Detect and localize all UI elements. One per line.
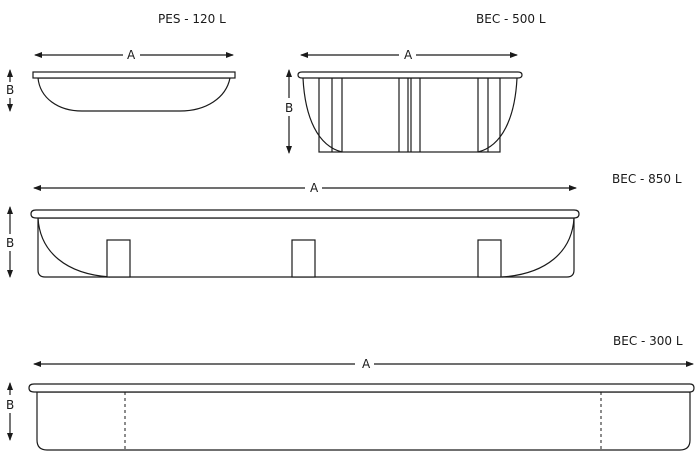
dimension-b-label: B [6, 398, 14, 412]
tray-title: BEC - 500 L [476, 12, 546, 26]
dimension-a-label: A [310, 181, 319, 195]
tray-rim [32, 71, 236, 79]
dimension-b-label: B [6, 236, 14, 250]
dimension-a-label: A [404, 48, 413, 62]
tray-body [36, 391, 691, 451]
tray-body [318, 77, 501, 153]
tray-bec-850: BEC - 850 L A B [6, 172, 682, 278]
tray-rim [297, 71, 523, 79]
dimension-a-label: A [362, 357, 371, 371]
tray-rim [28, 383, 695, 393]
tray-bec-500: BEC - 500 L A B [285, 12, 546, 154]
tray-bec-300: BEC - 300 L A B [6, 334, 695, 451]
tray-end-curve-right [501, 217, 575, 278]
tray-foot [291, 239, 316, 278]
tray-end-curve-left [37, 217, 111, 278]
dimension-a-label: A [127, 48, 136, 62]
tray-title: BEC - 850 L [612, 172, 682, 186]
tray-rim [30, 209, 580, 219]
dimension-b-label: B [6, 83, 14, 97]
tray-body [37, 77, 231, 112]
dimension-b-label: B [285, 101, 293, 115]
tray-title: BEC - 300 L [613, 334, 683, 348]
tray-foot [477, 239, 502, 278]
tray-title: PES - 120 L [158, 12, 226, 26]
tray-end-curve-left [302, 77, 343, 153]
tray-foot [106, 239, 131, 278]
tray-end-curve-right [477, 77, 518, 153]
tray-pes-120: PES - 120 L A B [6, 12, 236, 112]
